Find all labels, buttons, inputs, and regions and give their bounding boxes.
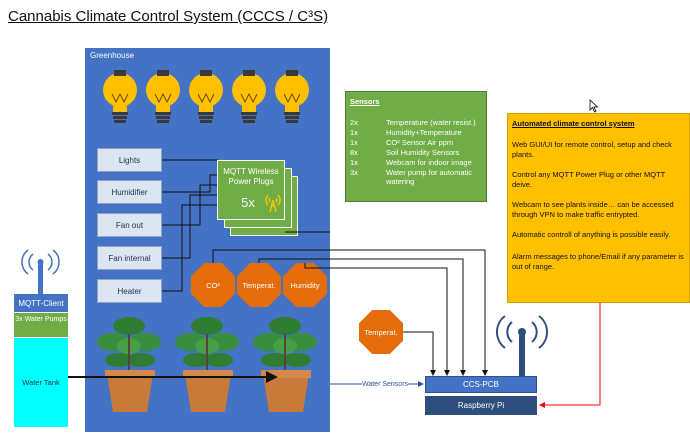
antenna-icon — [265, 194, 281, 213]
device-lights: Lights — [97, 148, 162, 172]
device-fan-internal: Fan internal — [97, 246, 162, 270]
water-tank: Water Tank — [14, 338, 68, 427]
water-pumps: 3x Water Pumps — [14, 313, 68, 337]
antenna-icon — [21, 249, 60, 294]
sensors-title: Sensors — [350, 97, 380, 106]
auto-paragraph: Alarm messages to phone/Email if any par… — [512, 252, 684, 271]
sensor-text: Water pump for automatic watering — [386, 168, 473, 186]
automated-control-box: Automated climate control system Web GUI… — [507, 113, 690, 303]
antenna-icon — [496, 315, 548, 376]
sensor-text: Temperature (water resist.) — [386, 118, 476, 127]
sensor-qty: 1x — [350, 138, 358, 147]
sensor-text: Webcam for indoor image — [386, 158, 472, 167]
cursor-icon — [589, 99, 599, 113]
auto-title: Automated climate control system — [512, 119, 635, 128]
mqtt-client: MQTT-Client — [14, 294, 68, 312]
auto-paragraph: Webcam to see plants inside… can be acce… — [512, 200, 674, 219]
sensor-text: Soil Humidity Sensors — [386, 148, 460, 157]
sensor-qty: 1x — [350, 158, 358, 167]
sensor-text: Humidity+Temperature — [386, 128, 462, 137]
sensor-qty: 3x — [350, 168, 358, 177]
plug-count: 5x — [241, 195, 255, 210]
auto-paragraph: Automatic controll of anything is possib… — [512, 230, 671, 239]
sensor-text: CO² Sensor Air ppm — [386, 138, 454, 147]
plug-title: MQTT Wireless Power Plugs — [223, 167, 279, 186]
plug-connectors — [162, 159, 218, 292]
water-sensors-label: Water Sensors — [362, 381, 409, 388]
device-fan-out: Fan out — [97, 213, 162, 237]
sensor-humidity: Humidity — [283, 263, 327, 307]
sensor-temperature: Temperat. — [237, 263, 281, 307]
auto-paragraph: Control any MQTT Power Plug or other MQT… — [512, 170, 666, 189]
device-humidifier: Humidifier — [97, 180, 162, 204]
sensor-qty: 8x — [350, 148, 358, 157]
greenhouse-label: Greenhouse — [90, 51, 135, 60]
mqtt-power-plugs: MQTT Wireless Power Plugs 5x — [217, 160, 285, 220]
diagram-title: Cannabis Climate Control System (CCCS / … — [8, 8, 329, 25]
sensor-qty: 2x — [350, 118, 358, 127]
raspberry-pi: Raspberry Pi — [425, 396, 537, 415]
sensor-qty: 1x — [350, 128, 358, 137]
sensor-co2: CO² — [191, 263, 235, 307]
device-heater: Heater — [97, 279, 162, 303]
sensor-water-temperature: Temperat. — [359, 310, 403, 354]
ccs-pcb: CCS-PCB — [425, 376, 537, 393]
auto-paragraph: Web GUI/UI for remote control, setup and… — [512, 140, 672, 159]
sensors-box: Sensors 2x Temperature (water resist.) 1… — [345, 91, 487, 202]
